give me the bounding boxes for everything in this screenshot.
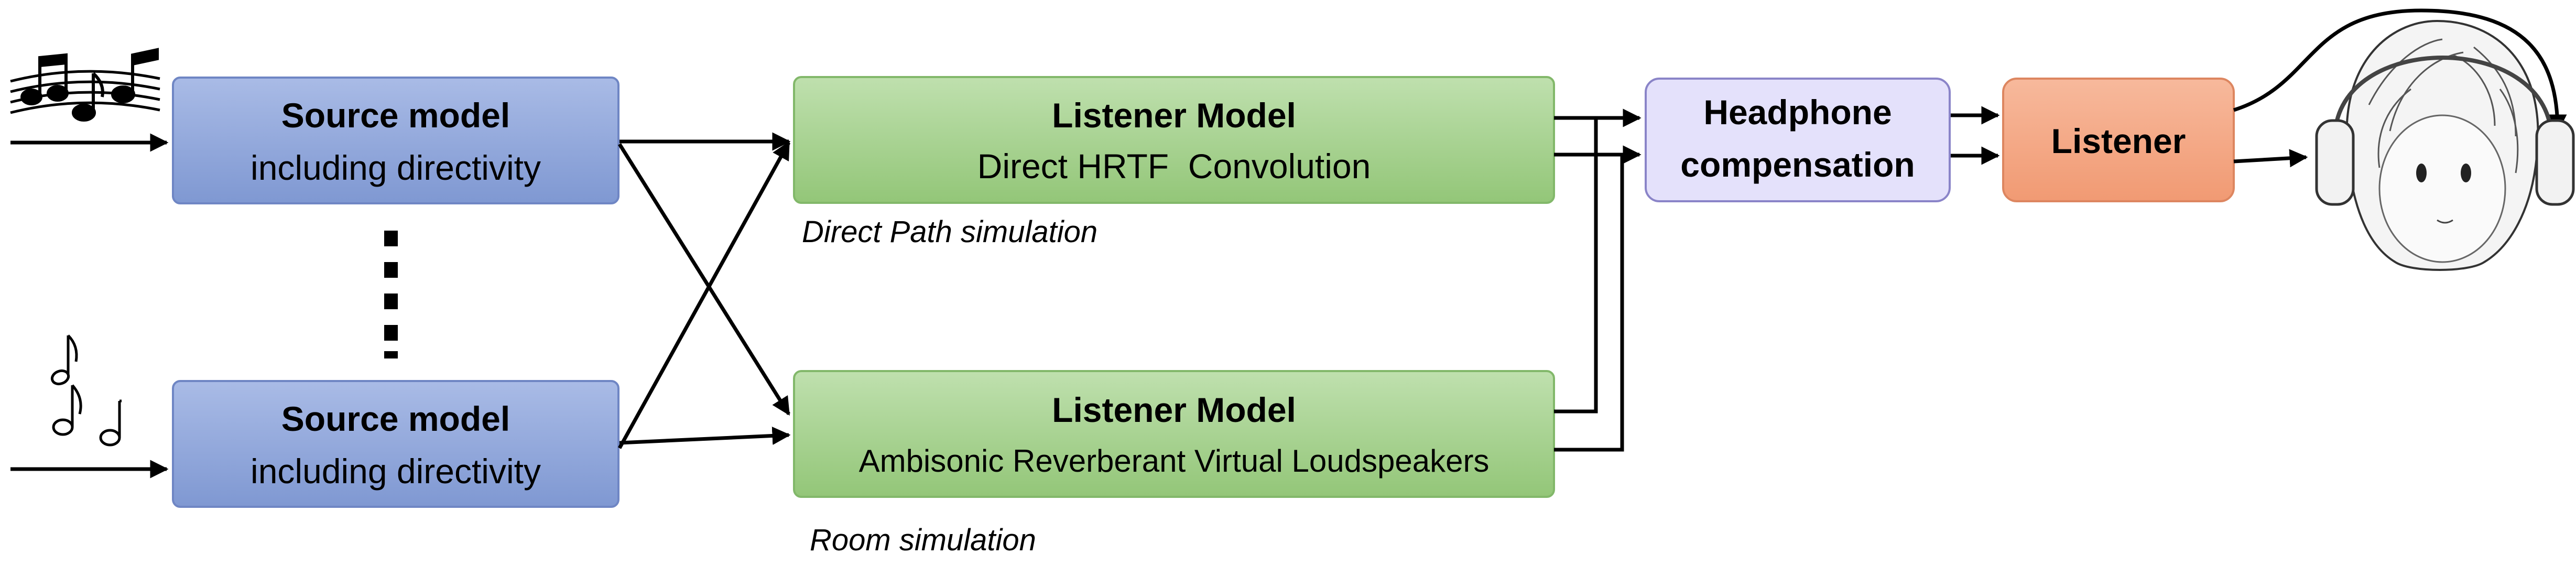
vertical-dots-icon [384, 231, 398, 358]
listener-label: Listener [2051, 122, 2186, 160]
connector-listener-to-left-ear [2233, 149, 2308, 168]
headphone-compensation-line2: compensation [1680, 145, 1915, 184]
direct-path-caption: Direct Path simulation [802, 215, 1097, 249]
source-model-top-title: Source model [281, 96, 510, 135]
listener-model-room-box: Listener Model Ambisonic Reverberant Vir… [793, 370, 1555, 498]
headphone-compensation-line1: Headphone [1703, 93, 1892, 132]
listener-model-direct-title: Listener Model [1052, 96, 1296, 135]
source-model-bottom-title: Source model [281, 399, 510, 438]
source-model-bottom-box: Source model including directivity [172, 380, 619, 508]
connector-room-to-headphone-1 [1554, 108, 1642, 414]
room-simulation-caption: Room simulation [810, 523, 1036, 557]
headphone-compensation-box: Headphone compensation [1645, 78, 1951, 202]
music-notes-icon [50, 334, 122, 447]
listener-model-room-title: Listener Model [1052, 390, 1296, 429]
listener-box: Listener [2002, 78, 2235, 202]
head-with-headphones-icon [2315, 19, 2575, 271]
listener-model-direct-subtitle: Direct HRTF Convolution [977, 147, 1371, 186]
connector-room-to-headphone-2 [1554, 145, 1642, 452]
source-model-top-box: Source model including directivity [172, 77, 619, 204]
listener-model-room-subtitle: Ambisonic Reverberant Virtual Loudspeake… [859, 443, 1490, 479]
source-model-top-subtitle: including directivity [251, 148, 541, 187]
source-model-bottom-subtitle: including directivity [251, 452, 541, 491]
connector-listener-to-right-ear [2233, 8, 2567, 133]
connector-bottom-to-room [619, 426, 791, 445]
connector-top-to-room [618, 143, 790, 416]
music-staff-notes-icon [10, 48, 160, 122]
listener-model-direct-box: Listener Model Direct HRTF Convolution [793, 76, 1555, 204]
connector-bottom-to-direct [617, 140, 791, 449]
